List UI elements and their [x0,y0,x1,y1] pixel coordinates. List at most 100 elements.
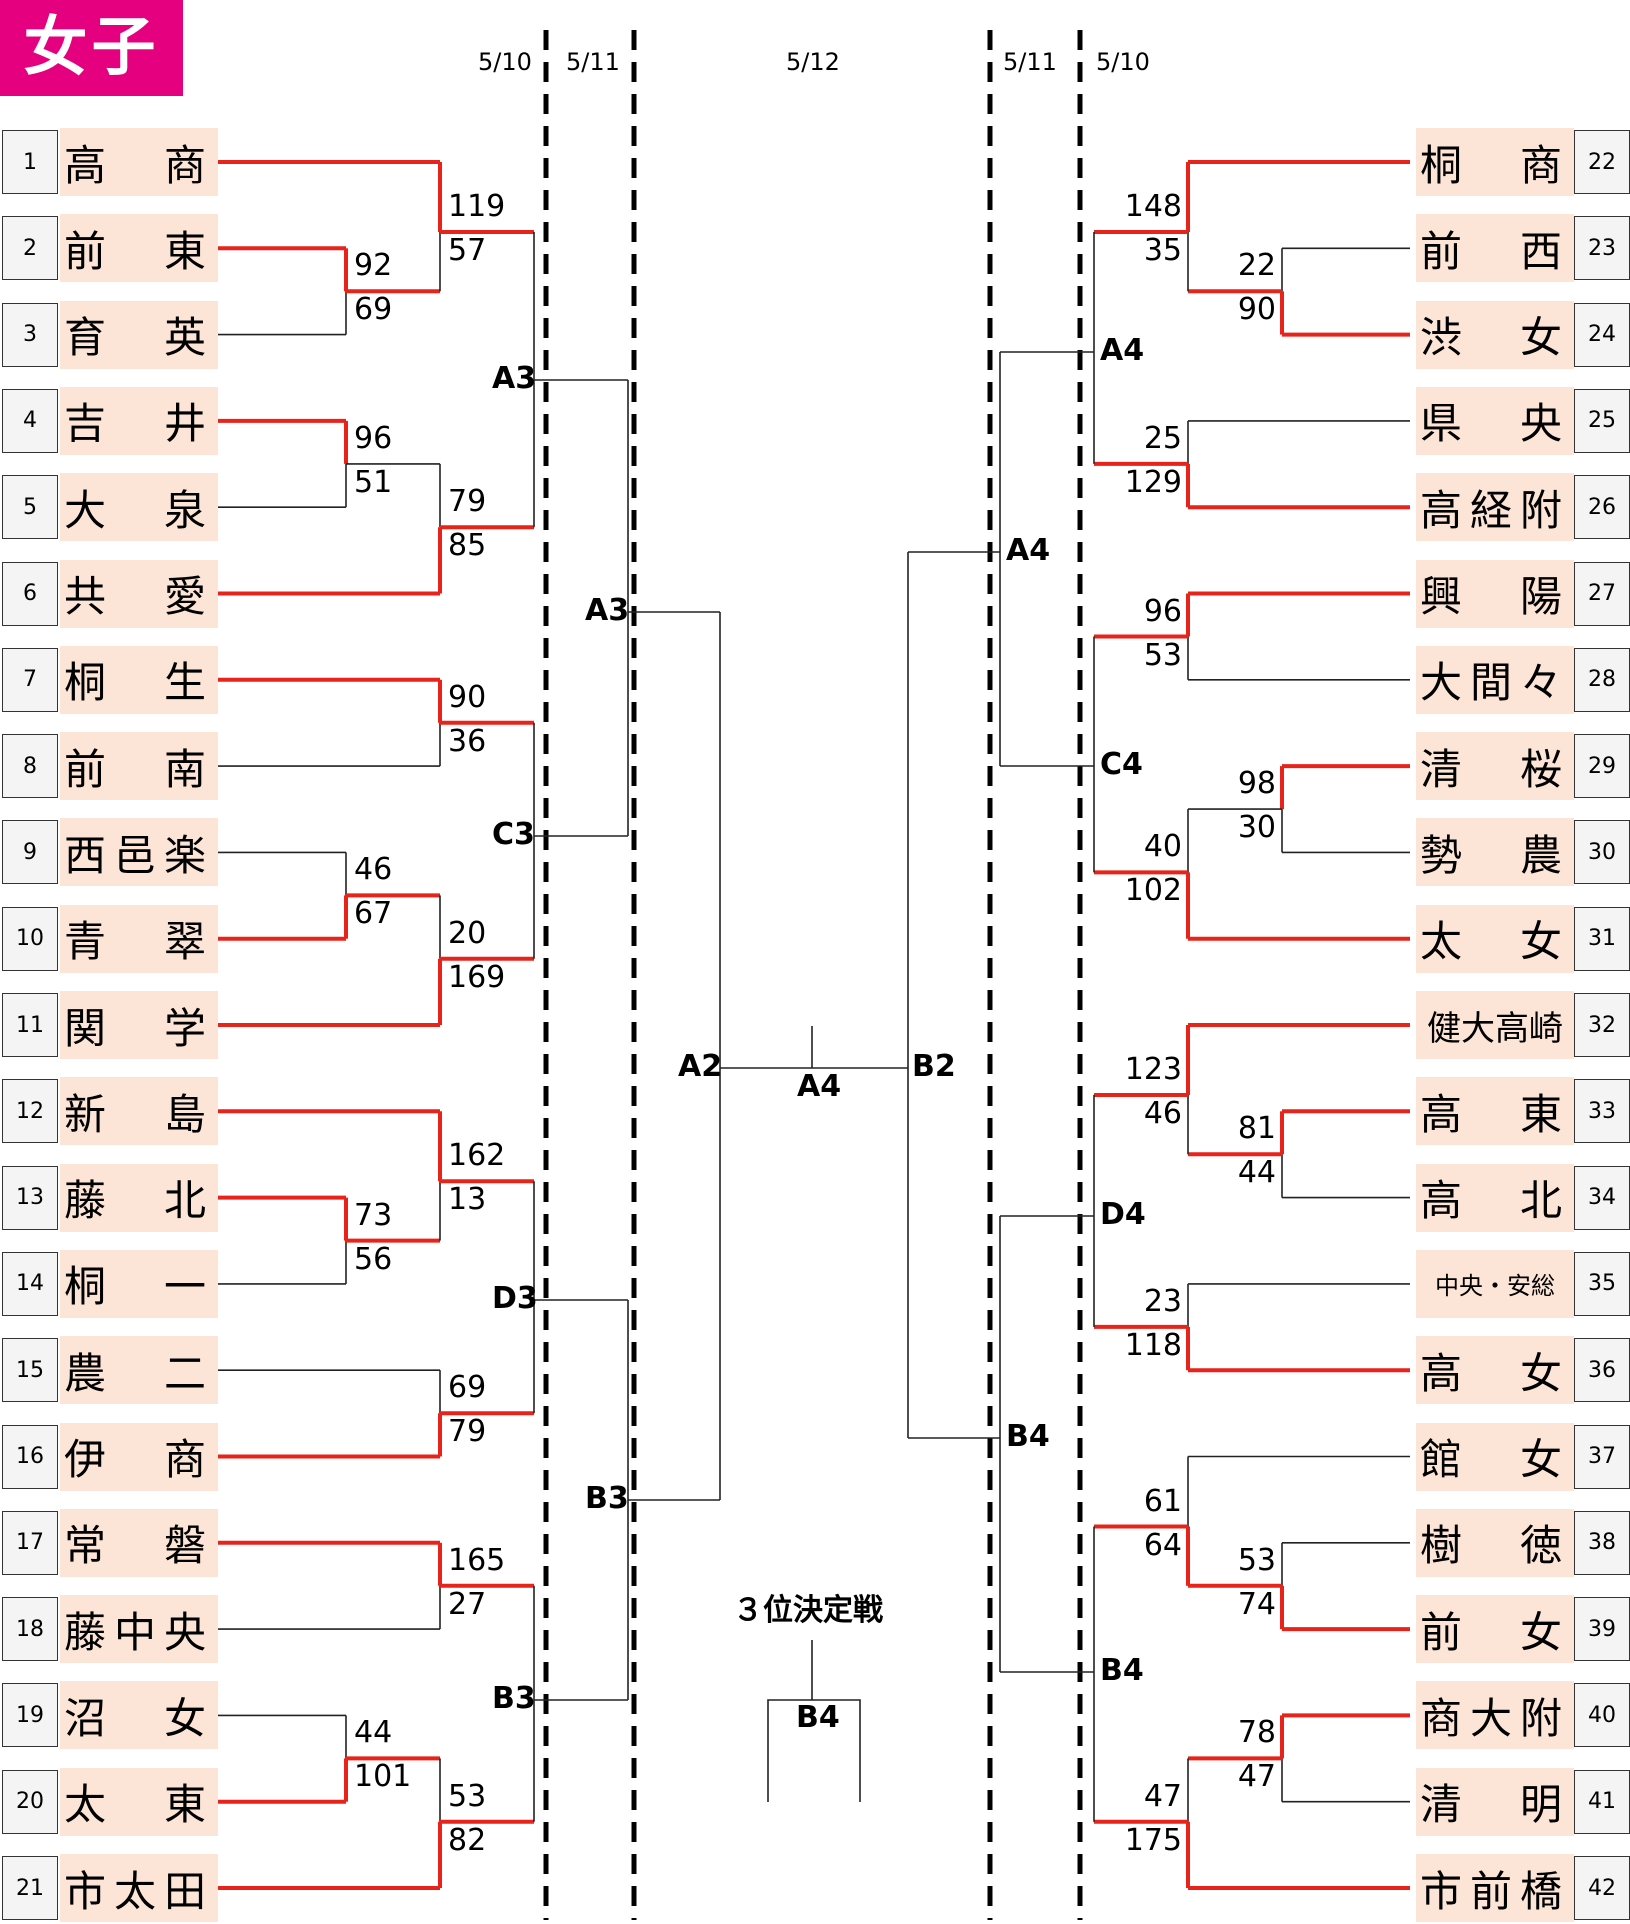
team-seed: 29 [1574,734,1630,799]
match-score: 74 [1237,1586,1276,1622]
team-seed: 8 [2,734,58,799]
third-place-title: ３位決定戦 [733,1593,883,1628]
team-name: 高経附 [1416,473,1574,542]
match-score: 53 [448,1778,487,1814]
team-seed: 24 [1574,302,1630,367]
team-name: 高 東 [1416,1077,1574,1146]
match-score: 23 [1143,1283,1182,1319]
team-seed: 14 [2,1251,58,1316]
match-score: 79 [448,484,487,520]
match-score: 96 [354,420,393,456]
venue-label: B2 [912,1049,956,1084]
date-left-round1: 5/10 [478,48,532,76]
match-score: 162 [448,1138,506,1174]
team-seed: 26 [1574,475,1630,540]
match-score: 73 [354,1197,393,1233]
team-seed: 34 [1574,1165,1630,1230]
team-name: 市太田 [60,1854,218,1922]
match-score: 20 [448,915,487,951]
team-name: 市前橋 [1416,1854,1574,1922]
match-score: 79 [448,1414,487,1450]
match-score: 51 [354,464,393,500]
team-name: 前 女 [1416,1595,1574,1664]
team-seed: 40 [1574,1683,1630,1748]
match-score: 36 [448,723,487,759]
team-seed: 4 [2,388,58,453]
team-name: 吉 井 [60,386,218,455]
venue-label: A2 [678,1049,723,1084]
team-seed: 3 [2,302,58,367]
match-score: 82 [448,1822,487,1858]
match-score: 13 [448,1182,487,1218]
team-seed: 33 [1574,1079,1630,1144]
match-score: 46 [1143,1096,1182,1131]
venue-label: A4 [1100,333,1145,368]
team-name: 清 明 [1416,1767,1574,1836]
match-score: 169 [448,959,506,995]
match-score: 56 [354,1241,393,1277]
third-place-venue: B4 [796,1700,840,1735]
match-score: 67 [354,896,393,932]
team-name: 渋 女 [1416,300,1574,369]
venue-label: C4 [1100,747,1143,782]
team-name: 樹 徳 [1416,1508,1574,1577]
team-name: 勢 農 [1416,818,1574,887]
venue-label: C3 [492,817,535,852]
match-score: 78 [1237,1715,1276,1751]
team-name: 清 桜 [1416,732,1574,801]
team-name: 関 学 [60,991,218,1059]
team-seed: 2 [2,216,58,281]
team-name: 太 女 [1416,904,1574,973]
team-seed: 5 [2,475,58,540]
team-seed: 1 [2,130,58,194]
team-name: 育 英 [60,300,218,369]
match-score: 22 [1237,248,1276,284]
team-name: 高 女 [1416,1336,1574,1405]
date-left-round2: 5/11 [566,48,620,76]
date-right-round2: 5/11 [1003,48,1057,76]
team-seed: 22 [1574,130,1630,194]
team-name: 大 泉 [60,473,218,542]
team-name: 前 東 [60,214,218,283]
team-seed: 35 [1574,1251,1630,1316]
team-name: 興 陽 [1416,559,1574,628]
team-name: 館 女 [1416,1422,1574,1491]
match-score: 61 [1143,1483,1182,1519]
match-score: 27 [448,1586,487,1622]
team-name: 大間々 [1416,645,1574,714]
match-score: 35 [1143,233,1182,268]
match-score: 175 [1124,1822,1182,1858]
match-score: 69 [354,292,393,328]
team-seed: 32 [1574,993,1630,1057]
team-seed: 11 [2,993,58,1057]
final-venue: A4 [797,1069,842,1104]
team-seed: 19 [2,1683,58,1748]
team-name: 健大高崎 [1416,991,1574,1059]
match-score: 148 [1124,189,1182,224]
match-score: 129 [1124,464,1182,500]
match-score: 102 [1124,873,1182,909]
team-name: 常 磐 [60,1508,218,1577]
team-seed: 16 [2,1424,58,1489]
match-score: 47 [1237,1759,1276,1795]
match-score: 47 [1143,1778,1182,1814]
team-seed: 27 [1574,561,1630,626]
team-seed: 41 [1574,1769,1630,1834]
team-name: 中央・安総 [1416,1249,1574,1318]
match-score: 46 [354,852,393,888]
team-seed: 6 [2,561,58,626]
team-name: 前 西 [1416,214,1574,283]
date-final: 5/12 [786,48,840,76]
team-seed: 9 [2,820,58,885]
match-score: 44 [1237,1155,1276,1191]
match-score: 123 [1124,1052,1182,1087]
team-seed: 28 [1574,647,1630,712]
match-score: 53 [1143,637,1182,673]
team-name: 県 央 [1416,386,1574,455]
match-score: 64 [1143,1527,1182,1563]
team-name: 藤中央 [60,1595,218,1664]
match-score: 30 [1237,810,1276,846]
team-name: 共 愛 [60,559,218,628]
team-name: 高 北 [1416,1163,1574,1232]
